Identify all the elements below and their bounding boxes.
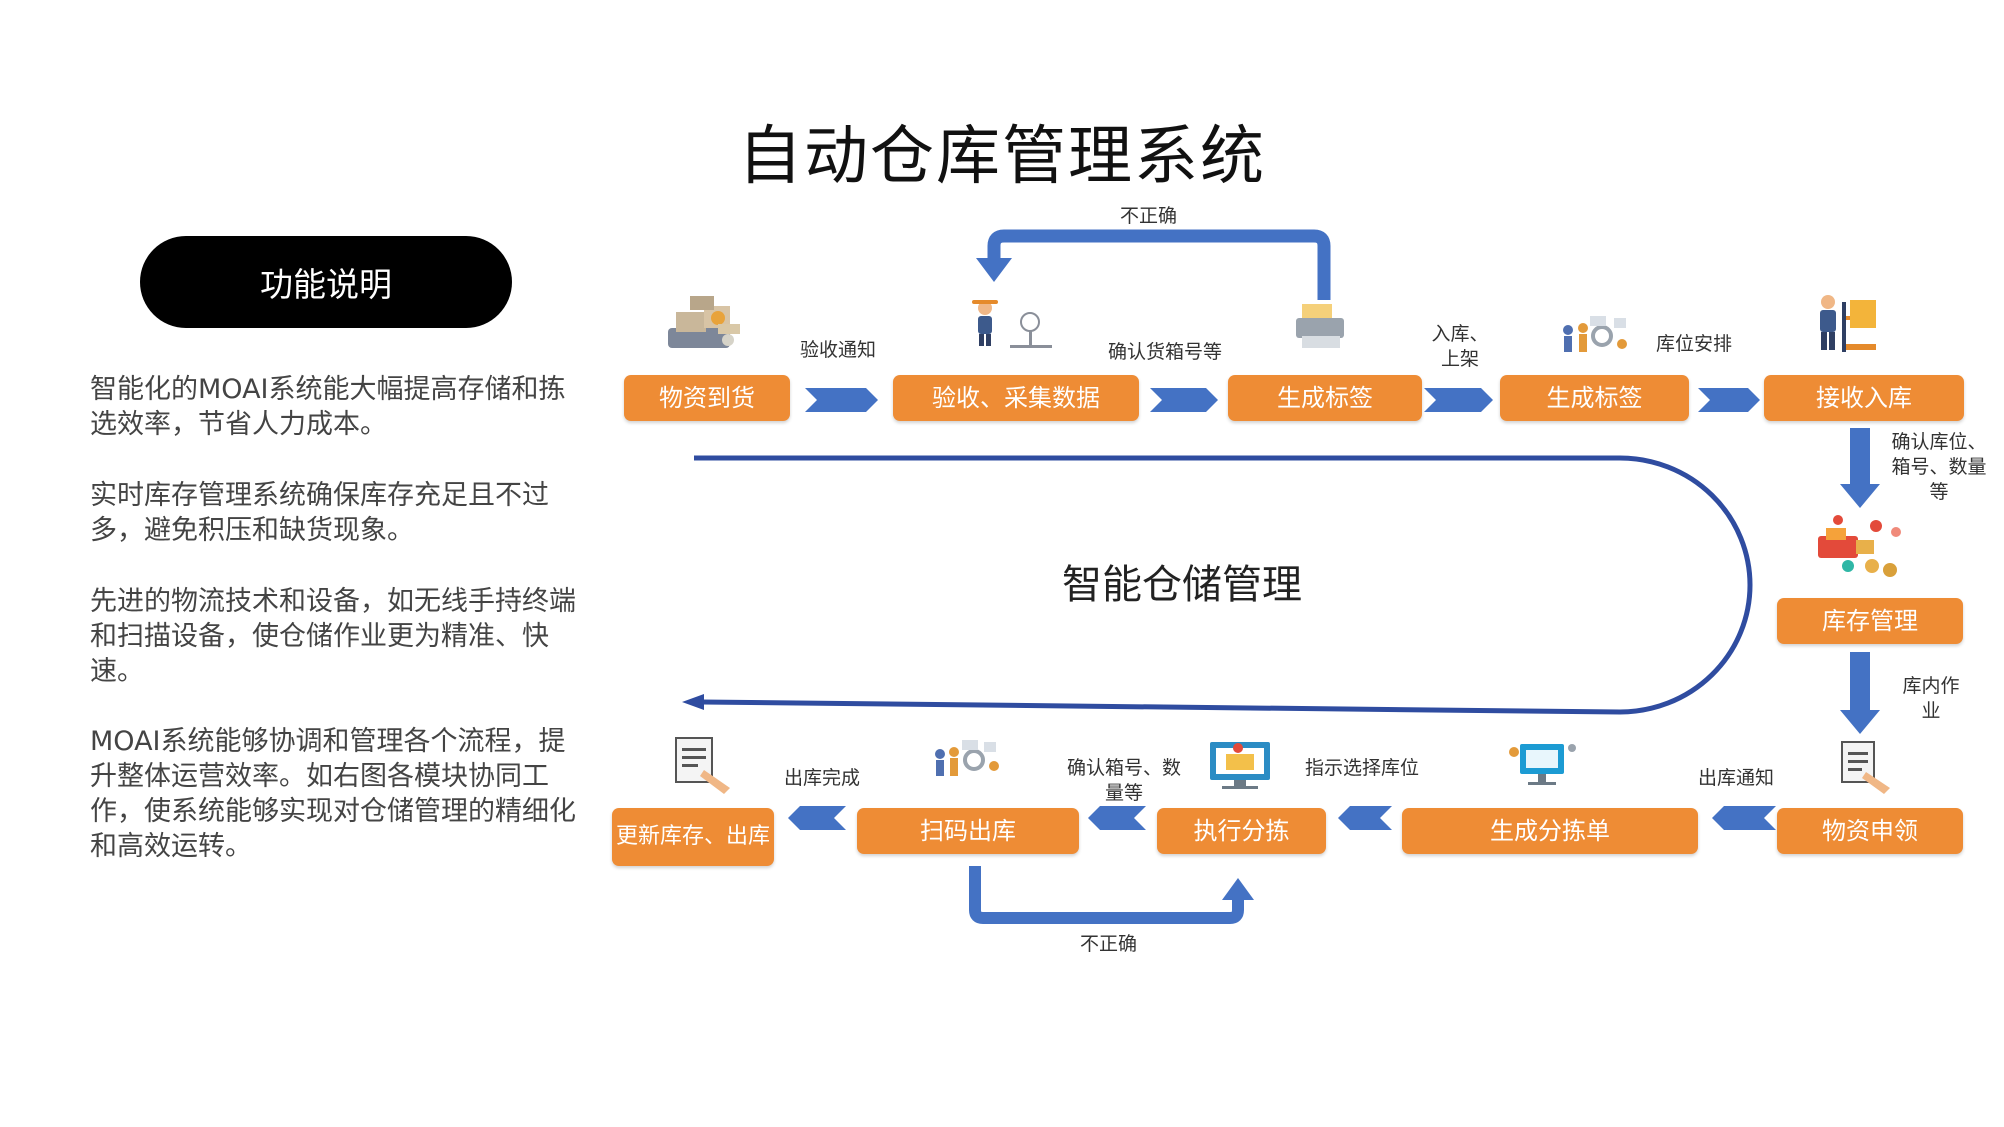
paragraph-technology: 先进的物流技术和设备，如无线手持终端和扫描设备，使仓储作业更为精准、快速。 xyxy=(90,586,576,687)
pick-list-monitor-icon xyxy=(1509,744,1576,785)
label-confirm-box: 确认货箱号等 xyxy=(1108,341,1223,363)
step-update-inventory: 更新库存、出库 xyxy=(612,808,774,866)
update-record-icon xyxy=(675,737,730,794)
incorrect-loop-top xyxy=(976,229,1331,300)
chevron-arrow-icon xyxy=(1698,388,1760,412)
paragraph-coordination: MOAI系统能够协调和管理各个流程，提升整体运营效率。如右图各模块协同工作，使系… xyxy=(90,726,576,862)
step-scan-outbound: 扫码出库 xyxy=(857,808,1079,854)
scan-out-team-icon xyxy=(935,740,999,776)
paragraph-inventory: 实时库存管理系统确保库存充足且不过多，避免积压和缺货现象。 xyxy=(90,480,549,546)
step-generate-pick-list: 生成分拣单 xyxy=(1402,808,1698,854)
step-execute-picking: 执行分拣 xyxy=(1157,808,1326,854)
step-material-requisition: 物资申领 xyxy=(1777,808,1963,854)
label-team-icon xyxy=(1563,316,1627,352)
label-incorrect-bottom: 不正确 xyxy=(1080,933,1138,955)
label-accept-notice: 验收通知 xyxy=(800,339,877,361)
label-in-warehouse-ops: 库内作业 xyxy=(1902,675,1960,722)
step-goods-arrival: 物资到货 xyxy=(624,375,790,421)
label-outbound-done: 出库完成 xyxy=(784,767,861,789)
central-loop-arrow xyxy=(682,455,1753,715)
chevron-arrow-icon xyxy=(1338,806,1392,830)
inventory-boxes-icon xyxy=(1818,515,1901,577)
chevron-arrow-icon xyxy=(1424,388,1493,412)
label-confirm-box-qty: 确认箱号、数量等 xyxy=(1066,757,1181,804)
feature-heading-pill: 功能说明 xyxy=(140,236,512,328)
feature-heading-text: 功能说明 xyxy=(260,265,392,304)
label-outbound-notice: 出库通知 xyxy=(1698,767,1775,789)
requisition-form-icon xyxy=(1841,741,1890,794)
down-arrow-icon xyxy=(1840,428,1880,508)
picking-task-screen-icon xyxy=(1210,742,1270,789)
chevron-arrow-icon xyxy=(1088,806,1146,830)
step-receive-inbound: 接收入库 xyxy=(1764,375,1964,421)
paragraph-efficiency: 智能化的MOAI系统能大幅提高存储和拣选效率，节省人力成本。 xyxy=(90,374,566,440)
step-inspection-collect: 验收、采集数据 xyxy=(893,375,1139,421)
chevron-arrow-icon xyxy=(1150,388,1218,412)
label-incorrect-top: 不正确 xyxy=(1120,205,1178,227)
forklift-worker-icon xyxy=(1820,295,1876,352)
center-label: 智能仓储管理 xyxy=(1062,562,1302,608)
chevron-arrow-icon xyxy=(1712,806,1776,830)
goods-arrival-icon xyxy=(668,296,740,348)
down-arrow-icon xyxy=(1840,652,1880,734)
page-title: 自动仓库管理系统 xyxy=(738,120,1266,194)
label-confirm-location: 确认库位、箱号、数量等 xyxy=(1891,431,1987,503)
chevron-arrow-icon xyxy=(805,388,878,412)
label-location-plan: 库位安排 xyxy=(1656,333,1733,355)
chevron-arrow-icon xyxy=(788,806,846,830)
step-inventory-management: 库存管理 xyxy=(1777,598,1963,644)
label-printer-icon xyxy=(1296,304,1344,348)
step-generate-label: 生成标签 xyxy=(1228,375,1422,421)
label-inbound-shelf: 入库、上架 xyxy=(1431,323,1489,370)
incorrect-loop-bottom xyxy=(969,866,1254,924)
label-select-location: 指示选择库位 xyxy=(1305,757,1420,779)
inspection-scale-icon xyxy=(972,300,1052,348)
step-generate-label-2: 生成标签 xyxy=(1500,375,1689,421)
